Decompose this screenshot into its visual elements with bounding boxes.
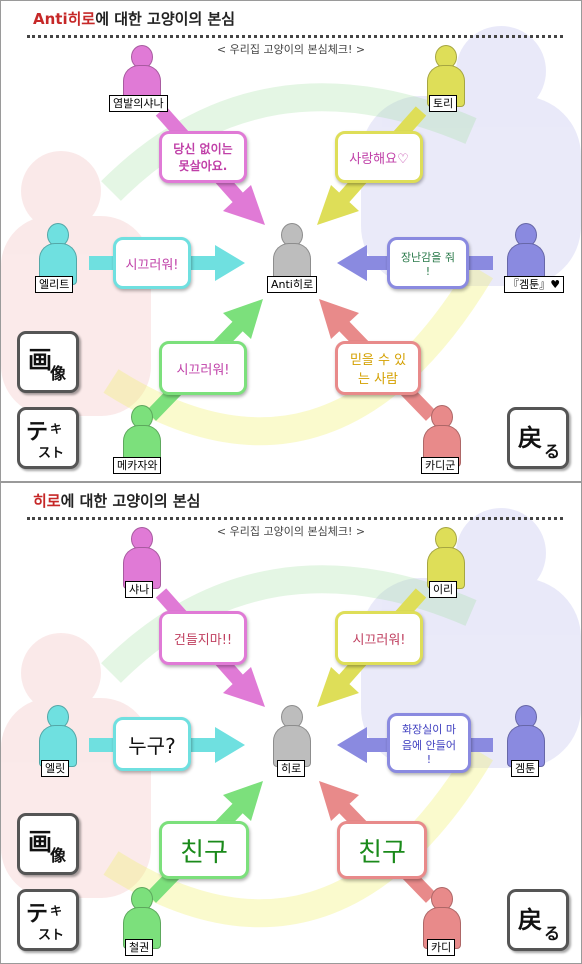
back-button-label-sub: る xyxy=(544,924,561,943)
bubble-top-right: 시끄러워! xyxy=(335,611,423,665)
bubble-line: ! xyxy=(426,752,432,766)
bubble-top-right: 사랑해요♡ xyxy=(335,131,423,183)
title-divider xyxy=(27,35,563,38)
text-button-label-main: テ xyxy=(26,420,49,445)
title-highlight: Anti히로 xyxy=(33,10,96,28)
text-button[interactable]: テ キ スト xyxy=(17,407,79,469)
title-rest: 에 대한 고양이의 본심 xyxy=(60,492,201,510)
bubble-line: 당신 없이는 xyxy=(173,142,233,156)
image-button-label-sub: 像 xyxy=(50,846,67,865)
person-name-right: 겜툰 xyxy=(511,760,540,777)
panel-subtitle: < 우리집 고양이의 본심체크! > xyxy=(216,43,366,56)
person-name-bottom-right: 카디군 xyxy=(421,457,460,474)
bubble-line: 화장실이 마 xyxy=(401,722,457,736)
bubble-line: 친구 xyxy=(180,837,228,868)
back-button[interactable]: 戻 る xyxy=(507,407,569,469)
image-button[interactable]: 画 像 xyxy=(17,331,79,393)
person-name-right: 『겜툰』♥ xyxy=(504,276,565,293)
panel-subtitle: < 우리집 고양이의 본심체크! > xyxy=(216,525,366,538)
title-divider xyxy=(27,517,563,520)
bubble-right: 장난감을 줘! xyxy=(387,237,469,289)
bubble-line: 누구? xyxy=(128,733,176,758)
bubble-line: 친구 xyxy=(358,837,406,868)
person-name-top-right: 토리 xyxy=(429,95,458,112)
cat-heart-panel-anti-hiro: Anti히로에 대한 고양이의 본심 < 우리집 고양이의 본심체크! > 염발… xyxy=(0,0,582,482)
bubble-bottom-right: 친구 xyxy=(337,821,427,879)
person-name-top-left: 샤나 xyxy=(125,581,154,598)
person-name-bottom-left: 메카자와 xyxy=(113,457,162,474)
person-name-center: 히로 xyxy=(277,760,306,777)
back-button-label-main: 戻 xyxy=(518,906,542,934)
image-button[interactable]: 画 像 xyxy=(17,813,79,875)
person-name-top-right: 이리 xyxy=(429,581,458,598)
person-name-bottom-right: 카디 xyxy=(427,939,456,956)
person-name-top-left: 염발의샤나 xyxy=(109,95,168,112)
bubble-line: 시끄러워! xyxy=(352,632,406,648)
person-name-left: 엘리트 xyxy=(35,276,74,293)
bubble-line: 는 사람 xyxy=(357,372,398,387)
bubble-line: ! xyxy=(425,264,431,278)
image-button-label-sub: 像 xyxy=(50,364,67,383)
bubble-line: 시끄러워! xyxy=(125,257,179,273)
bubble-line: 건들지마!! xyxy=(173,632,233,648)
person-name-center: Anti히로 xyxy=(267,276,318,293)
bubble-bottom-left: 친구 xyxy=(159,821,249,879)
panel-title: 히로에 대한 고양이의 본심 xyxy=(33,490,200,511)
bubble-bottom-left: 시끄러워! xyxy=(159,341,247,395)
text-button-label-mid: キ xyxy=(50,422,63,436)
text-button-label-sub: スト xyxy=(38,446,65,461)
bubble-line: 믿을 수 있 xyxy=(349,353,407,368)
bubble-line: 음에 안들어 xyxy=(401,738,457,752)
person-name-bottom-left: 철권 xyxy=(125,939,154,956)
bubble-line: 장난감을 줘 xyxy=(400,250,456,264)
image-button-label-main: 画 xyxy=(28,828,52,856)
text-button-label-main: テ xyxy=(26,902,49,927)
text-button-label-sub: スト xyxy=(38,928,65,943)
bubble-left: 시끄러워! xyxy=(113,237,191,289)
text-button[interactable]: テ キ スト xyxy=(17,889,79,951)
title-highlight: 히로 xyxy=(33,492,61,510)
image-button-label-main: 画 xyxy=(28,346,52,374)
text-button-label-mid: キ xyxy=(50,904,63,918)
bubble-line: 사랑해요♡ xyxy=(349,151,409,167)
back-button-label-sub: る xyxy=(544,442,561,461)
bubble-left: 누구? xyxy=(113,717,191,771)
title-rest: 에 대한 고양이의 본심 xyxy=(95,10,236,28)
bubble-line: 시끄러워! xyxy=(176,362,230,378)
back-button-label-main: 戻 xyxy=(518,424,542,452)
panel-title: Anti히로에 대한 고양이의 본심 xyxy=(33,8,235,29)
back-button[interactable]: 戻 る xyxy=(507,889,569,951)
bubble-top-left: 건들지마!! xyxy=(159,611,247,665)
person-name-left: 엘릿 xyxy=(41,760,70,777)
bubble-line: 못살아요. xyxy=(178,159,228,173)
cat-heart-panel-hiro: 히로에 대한 고양이의 본심 < 우리집 고양이의 본심체크! > 샤나 이리 … xyxy=(0,482,582,964)
